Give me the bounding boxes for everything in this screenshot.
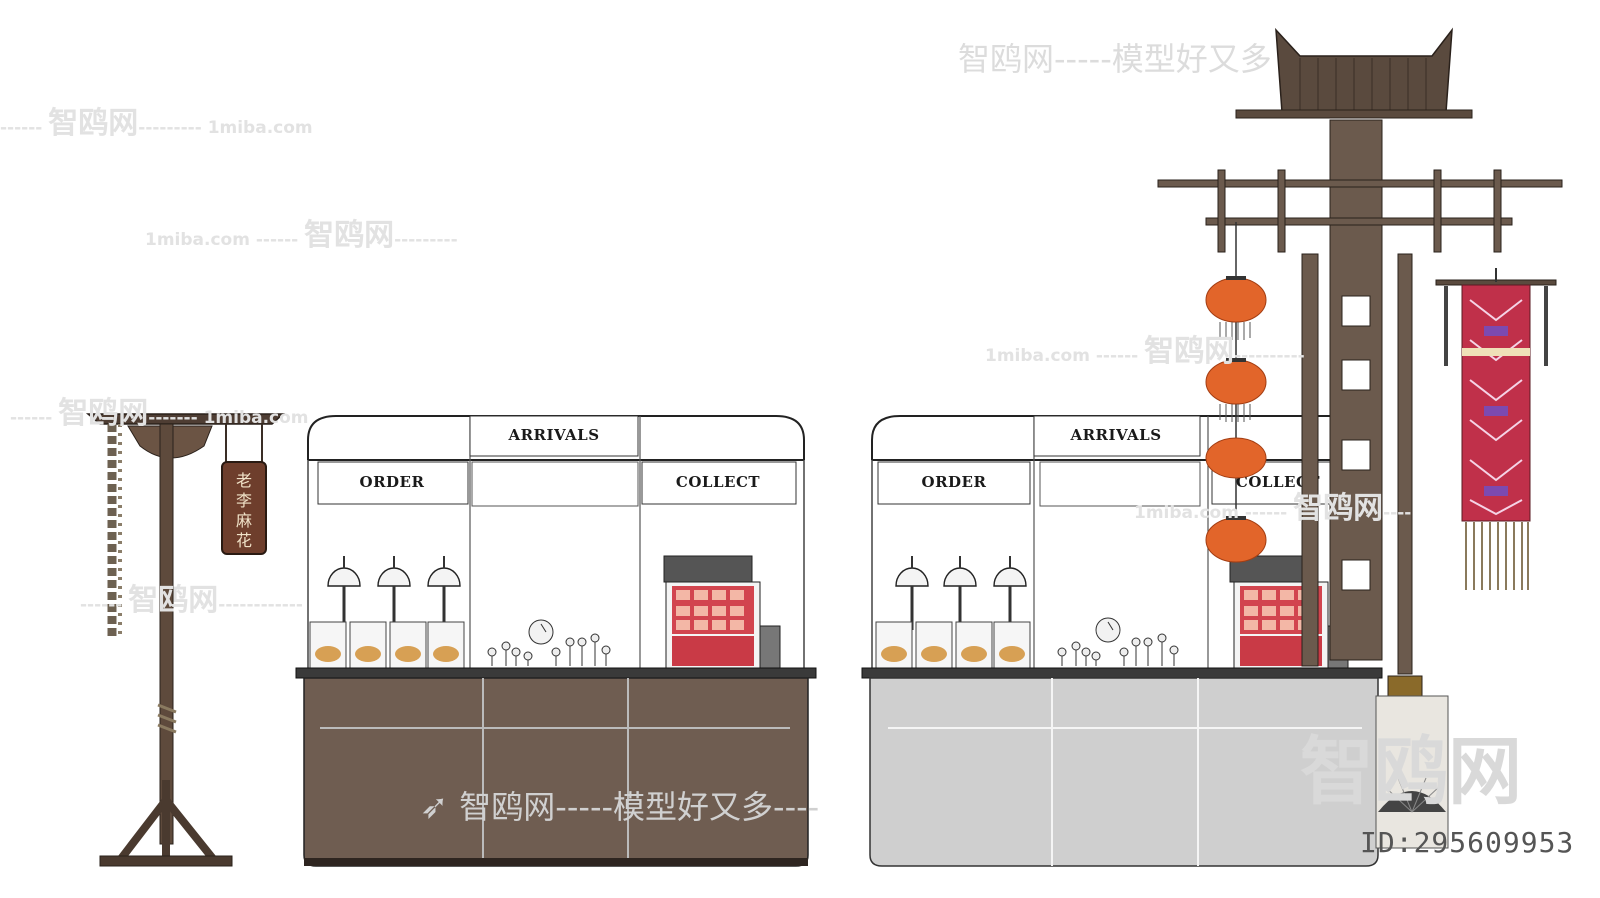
plaque-char-1: 老 [236, 471, 252, 490]
queue-light-posts [487, 619, 611, 666]
heat-lamps [327, 556, 461, 630]
queue-light-posts [1057, 617, 1179, 666]
food-display-cases [875, 621, 1031, 669]
arrivals-sign: ARRIVALS [507, 426, 599, 444]
plaque-char-3: 麻 [236, 511, 252, 530]
plaque-char-2: 李 [236, 491, 252, 510]
shop-name-plaque [221, 461, 267, 555]
order-sign: ORDER [360, 473, 425, 491]
hanging-sign-post: 老 李 麻 花 [85, 413, 285, 867]
plaque-char-4: 花 [236, 531, 252, 550]
arrivals-sign: ARRIVALS [1069, 426, 1161, 444]
ethnic-tapestry-banner [1435, 268, 1557, 590]
menu-display-and-register [663, 555, 781, 669]
order-sign: ORDER [922, 473, 987, 491]
decorative-gate-pole [1157, 27, 1563, 849]
collect-sign: COLLECT [676, 473, 760, 491]
collect-sign: COLLECT [1236, 473, 1320, 491]
red-lanterns [1205, 222, 1267, 563]
counter-wood: ARRIVALS ORDER COLLECT [295, 415, 817, 867]
model-id-label: ID:295609953 [1360, 826, 1575, 859]
food-display-cases [309, 621, 465, 669]
heat-lamps [895, 556, 1027, 630]
